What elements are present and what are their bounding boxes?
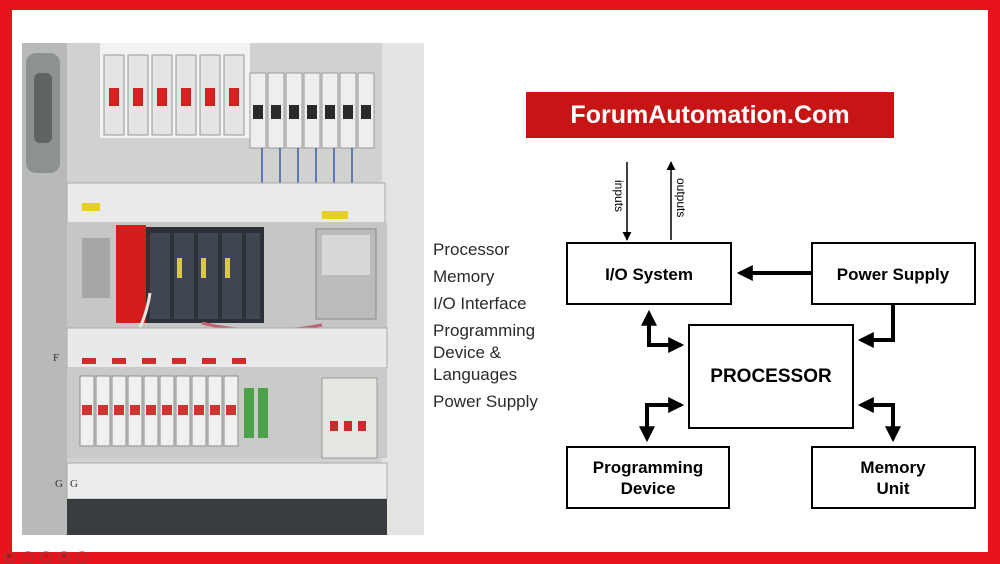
rail-label-g1: G (55, 478, 63, 490)
processor-programming-arrow (639, 397, 685, 443)
legend-line: Languages (433, 365, 518, 384)
processor-block: PROCESSOR (688, 324, 854, 429)
plc-block-diagram: inputs outputs I/O System Power Supply P… (566, 161, 976, 509)
rail-label-g2: G (70, 478, 78, 490)
save-icon[interactable]: ■ (58, 551, 70, 563)
programming-device-label-line2: Device (621, 479, 676, 498)
legend-item-memory: Memory (433, 267, 495, 286)
edit-icon[interactable]: ✎ (40, 551, 52, 563)
processor-memory-arrow (857, 397, 901, 443)
legend-item-processor: Processor (433, 240, 510, 259)
processor-label: PROCESSOR (710, 366, 832, 387)
forward-icon[interactable]: › (22, 551, 34, 563)
memory-unit-block: Memory Unit (811, 446, 976, 509)
plc-panel-illustration: F G G (22, 43, 424, 535)
brand-banner: ForumAutomation.Com (526, 92, 894, 138)
rail-label-f: F (53, 352, 59, 364)
legend-line: Programming (433, 321, 536, 340)
legend-item-programming-device: Programming Device & Languages (433, 320, 558, 386)
legend-line: Device & (433, 343, 502, 362)
brand-text: ForumAutomation.Com (570, 100, 850, 129)
legend-item-power-supply: Power Supply (433, 392, 538, 411)
power-supply-label: Power Supply (837, 265, 950, 284)
memory-unit-label-line2: Unit (876, 479, 909, 498)
play-icon[interactable]: ▶ (4, 551, 16, 563)
io-system-label: I/O System (605, 265, 693, 284)
viewer-controls[interactable]: ▶ › ✎ ■ … (0, 550, 174, 564)
plc-panel-photo: F G G (22, 43, 424, 535)
plc-components-list: Processor Memory I/O Interface Programmi… (433, 239, 558, 418)
programming-device-block: Programming Device (566, 446, 730, 509)
io-system-block: I/O System (566, 242, 732, 305)
programming-device-label-line1: Programming (593, 458, 704, 477)
power-supply-block: Power Supply (811, 242, 976, 305)
legend-item-io-interface: I/O Interface (433, 294, 527, 313)
inputs-label: inputs (612, 180, 626, 212)
outputs-label: outputs (674, 178, 688, 217)
power-to-processor-arrow (857, 304, 895, 348)
memory-unit-label-line1: Memory (860, 458, 926, 477)
more-icon[interactable]: … (76, 551, 88, 563)
io-processor-arrow (641, 309, 685, 353)
